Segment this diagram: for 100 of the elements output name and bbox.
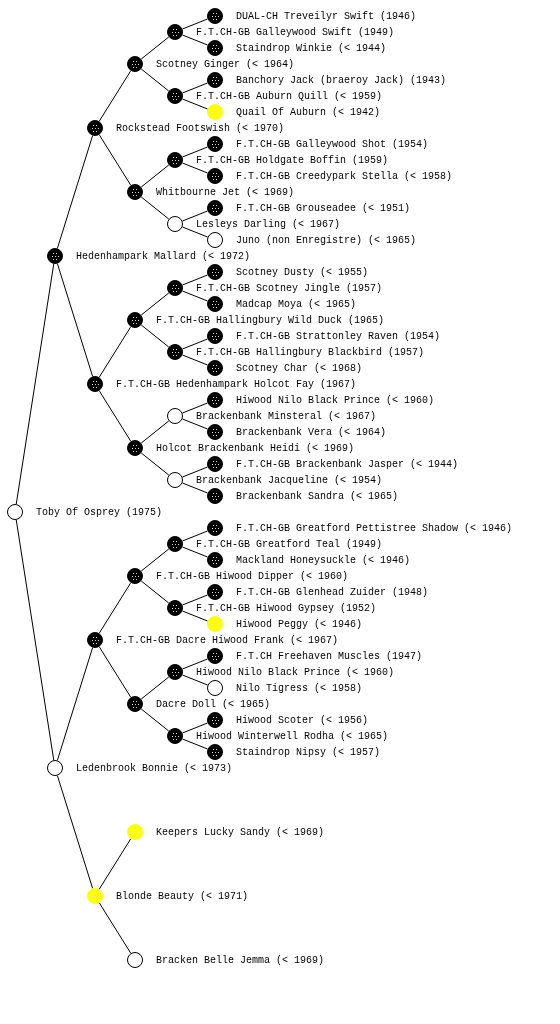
connector-line (181, 738, 209, 750)
connector-line (181, 674, 209, 686)
pedigree-name: F.T.CH Freehaven Muscles (1947) (236, 650, 423, 662)
pedigree-name: F.T.CH-GB Greatford Pettistree Shadow (< 1946) (236, 522, 513, 534)
connector-line (56, 775, 94, 889)
connector-line (140, 452, 170, 476)
pedigree-name: Hiwood Nilo Black Prince (< 1960) (196, 666, 395, 678)
connector-line (56, 263, 94, 377)
connector-line (181, 34, 209, 46)
pedigree-name: Nilo Tigress (< 1958) (236, 682, 363, 694)
pedigree-name: Brackenbank Jacqueline (< 1954) (196, 474, 383, 486)
pedigree-name: Hiwood Nilo Black Prince (< 1960) (236, 394, 435, 406)
pedigree-name: F.T.CH-GB Dacre Hiwood Frank (< 1967) (116, 634, 339, 646)
pedigree-name: Brackenbank Vera (< 1964) (236, 426, 387, 438)
pedigree-name: Lesleys Darling (< 1967) (196, 218, 341, 230)
connector-line (181, 290, 209, 302)
pedigree-name: F.T.CH-GB Brackenbank Jasper (< 1944) (236, 458, 459, 470)
connector-line (181, 402, 209, 414)
pedigree-name: Hiwood Winterwell Rodha (< 1965) (196, 730, 389, 742)
pedigree-name: Mackland Honeysuckle (< 1946) (236, 554, 411, 566)
connector-line (98, 134, 132, 186)
pedigree-name: Blonde Beauty (< 1971) (116, 890, 249, 902)
connector-line (181, 466, 209, 478)
pedigree-name: Bracken Belle Jemma (< 1969) (156, 954, 325, 966)
connector-line (181, 274, 209, 286)
pedigree-name: F.T.CH-GB Hedenhampark Holcot Fay (1967) (116, 378, 357, 390)
pedigree-name: F.T.CH-GB Grouseadee (< 1951) (236, 202, 411, 214)
pedigree-name: Scotney Char (< 1968) (236, 362, 363, 374)
pedigree-name: F.T.CH-GB Galleywood Swift (1949) (196, 26, 395, 38)
pedigree-name: Hiwood Peggy (< 1946) (236, 618, 363, 630)
connector-line (181, 338, 209, 350)
connector-line (98, 582, 132, 634)
connector-line (140, 708, 170, 732)
connector-line (140, 68, 170, 92)
connector-line (98, 326, 132, 378)
connector-line (140, 420, 170, 444)
pedigree-name: Holcot Brackenbank Heidi (< 1969) (156, 442, 355, 454)
connector-line (140, 548, 170, 572)
connector-line (181, 82, 209, 94)
connector-line (181, 210, 209, 222)
connector-line (98, 390, 132, 442)
pedigree-name: F.T.CH-GB Hallingbury Blackbird (1957) (196, 346, 425, 358)
connector-line (98, 70, 132, 122)
pedigree-name: F.T.CH-GB Hallingbury Wild Duck (1965) (156, 314, 385, 326)
pedigree-name: Madcap Moya (< 1965) (236, 298, 357, 310)
connector-line (181, 146, 209, 158)
connector-line (140, 580, 170, 604)
connector-line (181, 658, 209, 670)
pedigree-name: Banchory Jack (braeroy Jack) (1943) (236, 74, 447, 86)
pedigree-name: Hiwood Scoter (< 1956) (236, 714, 369, 726)
pedigree-name: Brackenbank Minsteral (< 1967) (196, 410, 377, 422)
connector-line (181, 354, 209, 366)
connector-line (140, 36, 170, 60)
connector-line (140, 676, 170, 700)
pedigree-name: F.T.CH-GB Greatford Teal (1949) (196, 538, 383, 550)
connector-line (140, 292, 170, 316)
pedigree-name: Staindrop Nipsy (< 1957) (236, 746, 381, 758)
pedigree-name: F.T.CH-GB Hiwood Dipper (< 1960) (156, 570, 349, 582)
connector-line (181, 722, 209, 734)
connector-line (181, 530, 209, 542)
pedigree-name: Whitbourne Jet (< 1969) (156, 186, 295, 198)
pedigree-name: F.T.CH-GB Scotney Jingle (1957) (196, 282, 383, 294)
connector-line (181, 162, 209, 174)
pedigree-name: Scotney Dusty (< 1955) (236, 266, 369, 278)
connector-line (181, 594, 209, 606)
pedigree-name: Scotney Ginger (< 1964) (156, 58, 295, 70)
pedigree-name: F.T.CH-GB Creedypark Stella (< 1958) (236, 170, 453, 182)
connector-line (181, 482, 209, 494)
connector-line (140, 196, 170, 220)
connector-line (181, 546, 209, 558)
pedigree-name: DUAL-CH Treveilyr Swift (1946) (236, 10, 417, 22)
pedigree-name: Brackenbank Sandra (< 1965) (236, 490, 399, 502)
pedigree-name: Keepers Lucky Sandy (< 1969) (156, 826, 325, 838)
connector-line (140, 164, 170, 188)
connector-line (181, 610, 209, 622)
pedigree-name: F.T.CH-GB Glenhead Zuider (1948) (236, 586, 429, 598)
pedigree-name: Hedenhampark Mallard (< 1972) (76, 250, 251, 262)
connector-line (181, 98, 209, 110)
pedigree-name: Ledenbrook Bonnie (< 1973) (76, 762, 233, 774)
pedigree-name: Toby Of Osprey (1975) (36, 506, 163, 518)
connector-line (181, 18, 209, 30)
connector-line (56, 135, 94, 249)
connector-line (15, 519, 55, 761)
connector-line (56, 647, 94, 761)
connector-line (15, 263, 55, 505)
connector-line (181, 226, 209, 238)
pedigree-name: Dacre Doll (< 1965) (156, 698, 271, 710)
pedigree-name: F.T.CH-GB Holdgate Boffin (1959) (196, 154, 389, 166)
pedigree-name: F.T.CH-GB Strattonley Raven (1954) (236, 330, 441, 342)
pedigree-name: Quail Of Auburn (< 1942) (236, 106, 381, 118)
connector-line (98, 838, 132, 890)
pedigree-name: F.T.CH-GB Galleywood Shot (1954) (236, 138, 429, 150)
connector-line (98, 902, 132, 954)
connector-line (181, 418, 209, 430)
pedigree-name: Juno (non Enregistre) (< 1965) (236, 234, 417, 246)
pedigree-name: F.T.CH-GB Hiwood Gypsey (1952) (196, 602, 377, 614)
pedigree-name: Rockstead Footswish (< 1970) (116, 122, 285, 134)
connector-line (98, 646, 132, 698)
pedigree-name: Staindrop Winkie (< 1944) (236, 42, 387, 54)
pedigree-name: F.T.CH-GB Auburn Quill (< 1959) (196, 90, 383, 102)
